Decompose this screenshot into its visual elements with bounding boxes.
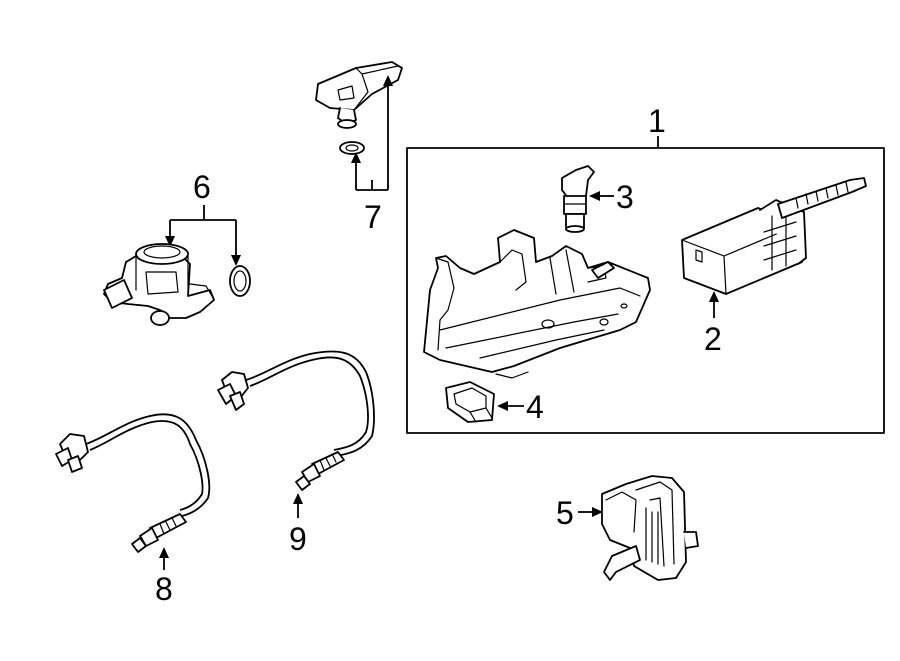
part-6-valve [103,243,215,326]
leader-7 [351,75,393,191]
assembly-box [406,147,885,434]
callout-6: 6 [193,169,211,205]
part-9-oxygen-sensor [217,350,375,491]
callout-8: 8 [155,571,173,607]
leader-3 [589,191,614,201]
leader-4 [497,401,524,411]
part-3-sensor [561,165,595,233]
part-6-seal-ring [229,265,251,297]
part-7-pressure-sensor [315,61,403,155]
callout-5: 5 [556,495,574,531]
callout-7: 7 [364,199,382,235]
callout-3: 3 [616,179,634,215]
leader-9 [293,493,303,518]
leader-2 [709,291,719,318]
part-2-module [681,177,867,295]
leader-5 [578,507,603,517]
callout-9: 9 [289,521,307,557]
callout-4: 4 [526,389,544,425]
leader-8 [159,547,169,570]
part-8-oxygen-sensor [55,413,211,553]
part-4-clip [445,381,495,423]
part-5-module [601,475,699,581]
callout-1: 1 [648,103,666,139]
leader-6 [165,205,241,266]
callout-2: 2 [704,321,722,357]
part-1-bracket [423,229,651,379]
